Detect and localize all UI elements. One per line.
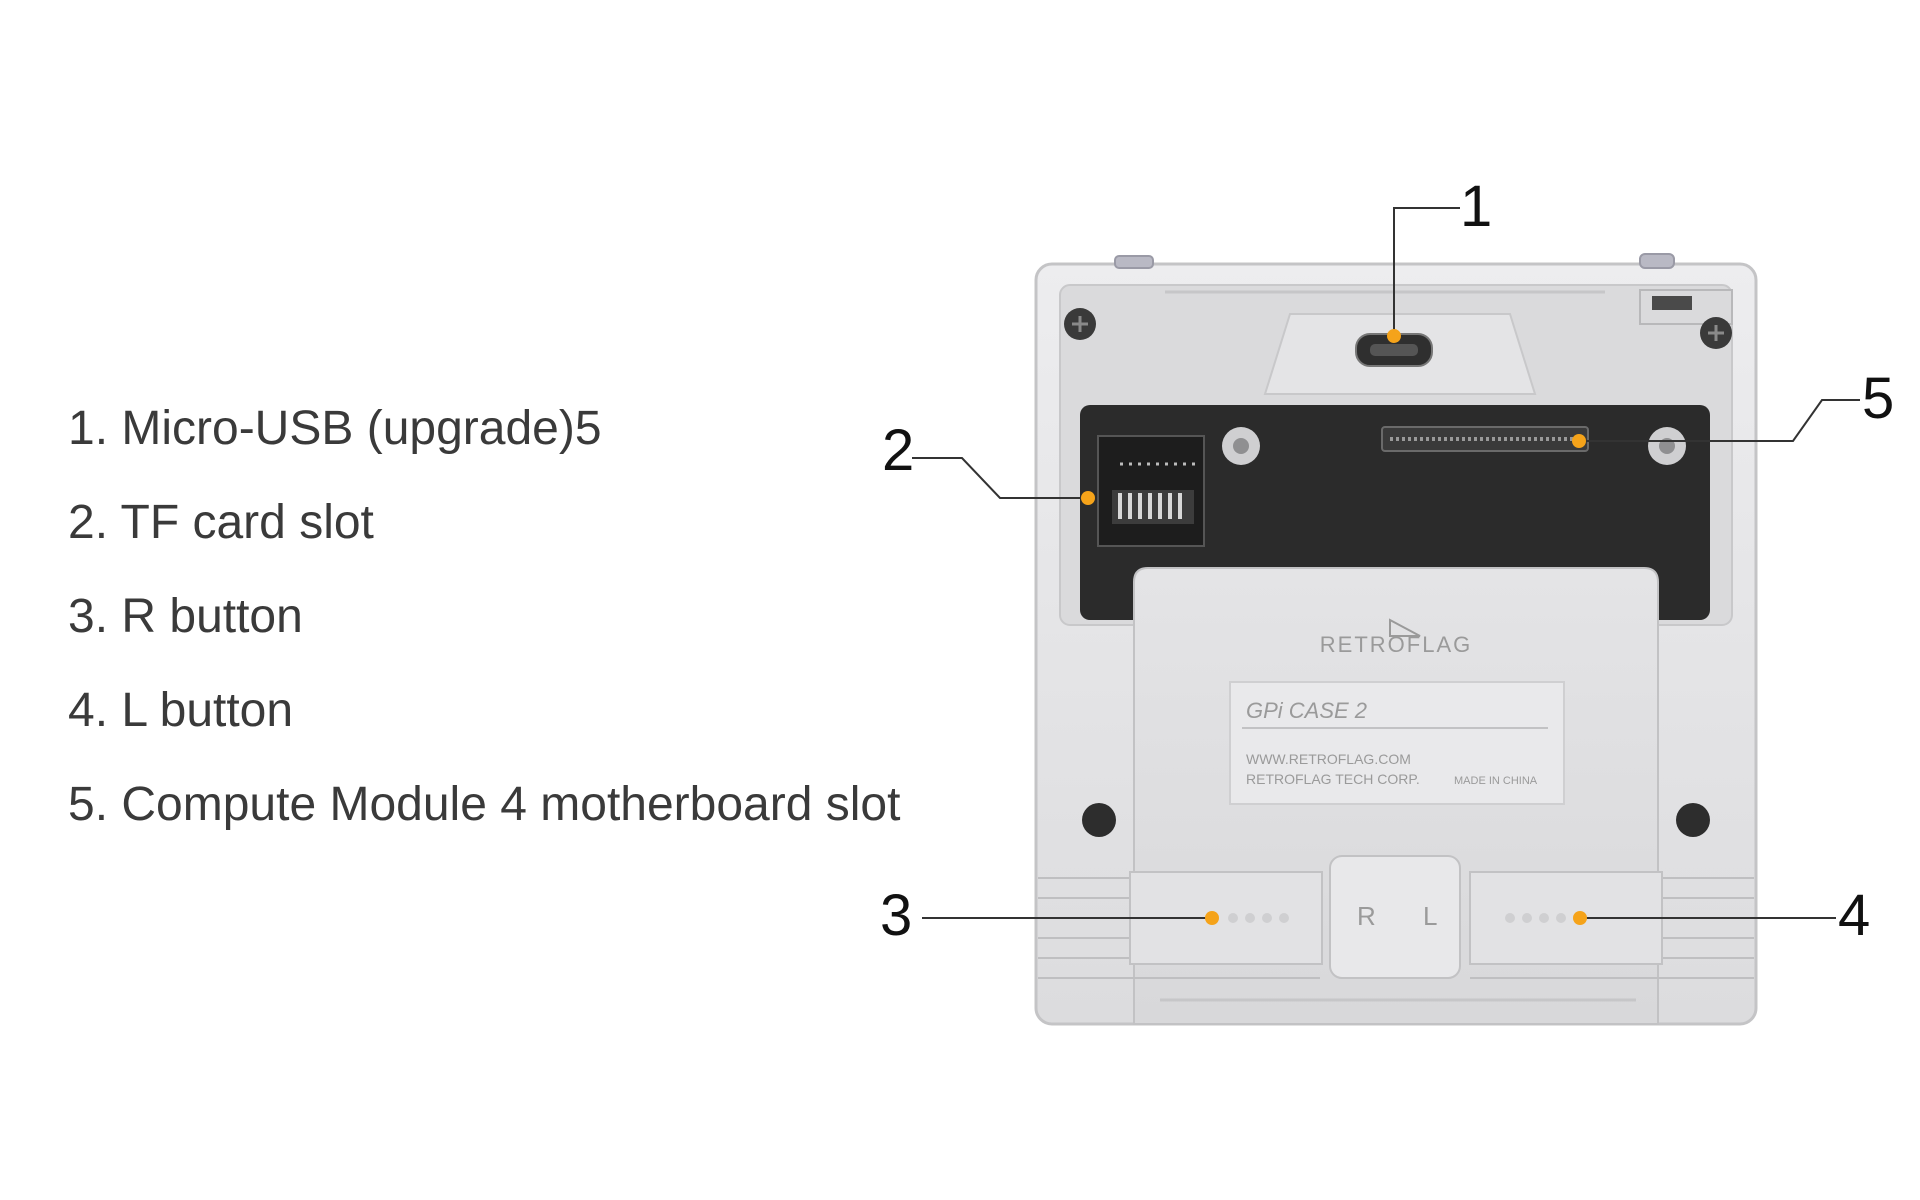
motherboard-bay bbox=[1080, 405, 1710, 620]
button-dots bbox=[1228, 913, 1566, 923]
marker-cm4 bbox=[1572, 434, 1586, 448]
website-text: WWW.RETROFLAG.COM bbox=[1246, 751, 1411, 767]
cm4-connector bbox=[1381, 426, 1589, 452]
marker-tf-card bbox=[1081, 491, 1095, 505]
callout-markers bbox=[1081, 329, 1587, 925]
callout-2: 2 bbox=[882, 418, 914, 483]
legend-item-r-button: 3. R button bbox=[68, 590, 303, 643]
company-text: RETROFLAG TECH CORP. bbox=[1246, 771, 1420, 787]
callout-lines bbox=[912, 207, 1860, 919]
marker-r-button bbox=[1205, 911, 1219, 925]
legend: 1. Micro-USB (upgrade)5 2. TF card slot … bbox=[68, 405, 900, 875]
callout-3: 3 bbox=[880, 883, 912, 948]
screw-top-left bbox=[1064, 308, 1096, 340]
legend-item-micro-usb: 1. Micro-USB (upgrade)5 bbox=[68, 402, 602, 455]
side-hole-right bbox=[1676, 803, 1710, 837]
marker-l-button bbox=[1573, 911, 1587, 925]
r-letter: R bbox=[1357, 901, 1376, 931]
marker-micro-usb bbox=[1387, 329, 1401, 343]
l-letter: L bbox=[1423, 901, 1437, 931]
origin-text: MADE IN CHINA bbox=[1454, 775, 1538, 787]
screw-top-right bbox=[1700, 317, 1732, 349]
tf-card-slot bbox=[1097, 435, 1205, 547]
callout-4: 4 bbox=[1838, 883, 1870, 948]
callout-1: 1 bbox=[1460, 174, 1492, 239]
model-name: GPi CASE 2 bbox=[1246, 698, 1367, 723]
legend-item-l-button: 4. L button bbox=[68, 684, 294, 737]
center-window bbox=[1329, 855, 1461, 979]
legend-item-tf-card-slot: 2. TF card slot bbox=[68, 496, 374, 549]
legend-item-cm4-slot: 5. Compute Module 4 motherboard slot bbox=[68, 778, 901, 831]
brand-logo-text: RETROFLAG bbox=[1320, 632, 1472, 657]
micro-usb-port bbox=[1355, 333, 1433, 367]
side-hole-left bbox=[1082, 803, 1116, 837]
callout-5: 5 bbox=[1862, 366, 1894, 431]
